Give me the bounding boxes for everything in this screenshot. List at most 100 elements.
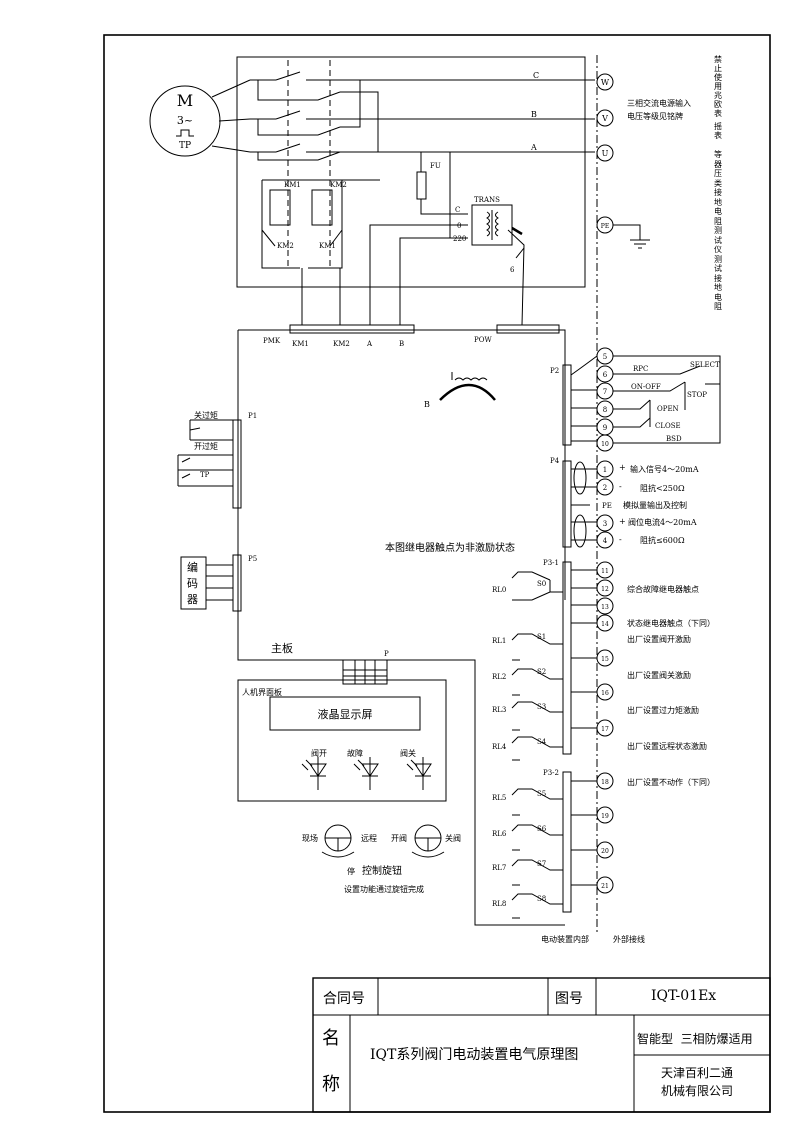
s7-label: S7 <box>537 860 546 868</box>
p3-1-connector <box>562 561 572 755</box>
phase-b-label: B <box>531 110 537 119</box>
terminal-11: 11 <box>601 568 609 575</box>
transformer <box>471 204 513 246</box>
km-to-connector <box>301 268 341 325</box>
pmk-km2-label: KM2 <box>333 340 350 348</box>
terminal-14: 14 <box>601 621 609 628</box>
switch-6 <box>515 247 525 259</box>
pow-label: POW <box>474 336 492 344</box>
contract-label: 合同号 <box>323 991 365 1007</box>
p4-pe-label: PE <box>602 502 612 510</box>
terminal-12: 12 <box>601 586 609 593</box>
plus-2: + <box>619 517 626 526</box>
encoder-char-1: 编 <box>187 561 198 574</box>
p-connector-pins <box>343 660 387 684</box>
led-fault-label: 故障 <box>347 748 363 758</box>
vertical-note-col1: 禁止使用兆欧表 <box>714 55 722 118</box>
select-label: SELECT <box>690 361 720 369</box>
terminal-19: 19 <box>601 813 609 820</box>
terminal-v: V <box>601 114 608 123</box>
p2-wiring <box>570 347 721 452</box>
terminal-pe: PE <box>601 223 609 230</box>
main-board-outline <box>237 329 566 926</box>
brake-label: B <box>424 400 430 409</box>
knob-note: 设置功能通过旋钮完成 <box>344 884 424 894</box>
encoder-wiring <box>206 564 233 601</box>
km2-label: KM2 <box>330 181 347 189</box>
p4-wiring <box>571 460 614 549</box>
p3-2-connector <box>562 771 572 913</box>
minus-1: - <box>619 482 622 491</box>
rl0-label: RL0 <box>492 586 506 594</box>
p4-label: P4 <box>550 457 560 465</box>
p1-connector <box>232 419 242 509</box>
s0-label: S0 <box>537 580 546 588</box>
terminal-1: 1 <box>603 466 607 474</box>
transformer-wiring <box>369 152 525 326</box>
power-note-1: 三相交流电源输入 <box>627 98 691 108</box>
company-line-2: 机械有限公司 <box>661 1084 734 1098</box>
vertical-note-col2: 摇表 <box>714 122 722 140</box>
km1-interlock-label: KM1 <box>319 242 336 250</box>
knob-close-label: 关阀 <box>445 833 461 843</box>
terminal-2: 2 <box>603 484 607 492</box>
open-torque-label: 开过矩 <box>194 441 218 451</box>
terminal-3: 3 <box>603 520 607 528</box>
knob-local-label: 现场 <box>302 834 318 843</box>
s1-label: S1 <box>537 633 546 641</box>
terminal-5: 5 <box>603 353 607 361</box>
p2-label: P2 <box>550 367 559 375</box>
s4-label: S4 <box>537 738 547 746</box>
led-close-label: 阀关 <box>400 748 416 758</box>
fuse-wire <box>420 152 468 215</box>
terminal-13: 13 <box>601 604 609 611</box>
minus-2: - <box>619 535 622 544</box>
position-current-label: 阀位电流4～20mA <box>628 517 697 527</box>
pmk-label: PMK <box>263 337 281 345</box>
pow-connector <box>496 324 560 334</box>
close-label: CLOSE <box>655 422 681 430</box>
terminal-w: W <box>601 78 610 87</box>
relay-note: 本图继电器触点为非激励状态 <box>385 541 515 554</box>
s5-label: S5 <box>537 790 546 798</box>
s2-label: S2 <box>537 668 546 676</box>
rl8-label: RL8 <box>492 900 506 908</box>
transformer-secondary <box>511 226 523 236</box>
factory-none-label: 出厂设置不动作（下同） <box>627 777 715 787</box>
phase-a-label: A <box>530 143 537 152</box>
knob-open-label: 开阀 <box>391 834 407 843</box>
tp-switch-label: TP <box>200 471 210 479</box>
output-impedance-label: 阻抗≤600Ω <box>640 535 685 545</box>
factory-close-label: 出厂设置阀关激励 <box>627 670 691 680</box>
motor-letter: M <box>177 91 193 110</box>
switch-6-label: 6 <box>510 266 515 274</box>
terminal-9: 9 <box>603 424 607 432</box>
p1-label: P1 <box>248 412 257 420</box>
onoff-label: ON-OFF <box>631 383 661 391</box>
terminal-8: 8 <box>603 406 607 414</box>
terminal-6: 6 <box>603 371 608 379</box>
terminal-u: U <box>602 149 609 158</box>
type-label: 智能型 三相防爆适用 <box>637 1032 753 1046</box>
p1-wiring <box>177 419 233 487</box>
action-knob-marks <box>415 837 441 851</box>
outside-label: 外部接线 <box>613 934 645 944</box>
power-note-2: 电压等级见铭牌 <box>627 111 683 121</box>
motor-phase: 3~ <box>177 114 193 127</box>
transformer-coil <box>486 210 499 240</box>
p-label: P <box>384 650 389 658</box>
km1-label: KM1 <box>284 181 301 189</box>
knob-title: 控制旋钮 <box>362 864 402 877</box>
p3-2-wiring <box>511 772 614 919</box>
fuse-label: FU <box>430 162 441 170</box>
knob-stop-label: 停 <box>347 866 355 876</box>
knob-arrows <box>321 851 445 858</box>
rl5-label: RL5 <box>492 794 506 802</box>
bsd-label: BSD <box>666 435 682 443</box>
tap-220-label: 220 <box>453 235 466 243</box>
pmk-connector <box>289 324 415 334</box>
terminal-10: 10 <box>601 441 609 448</box>
stop-label: STOP <box>687 391 707 399</box>
p5-connector <box>232 554 242 612</box>
